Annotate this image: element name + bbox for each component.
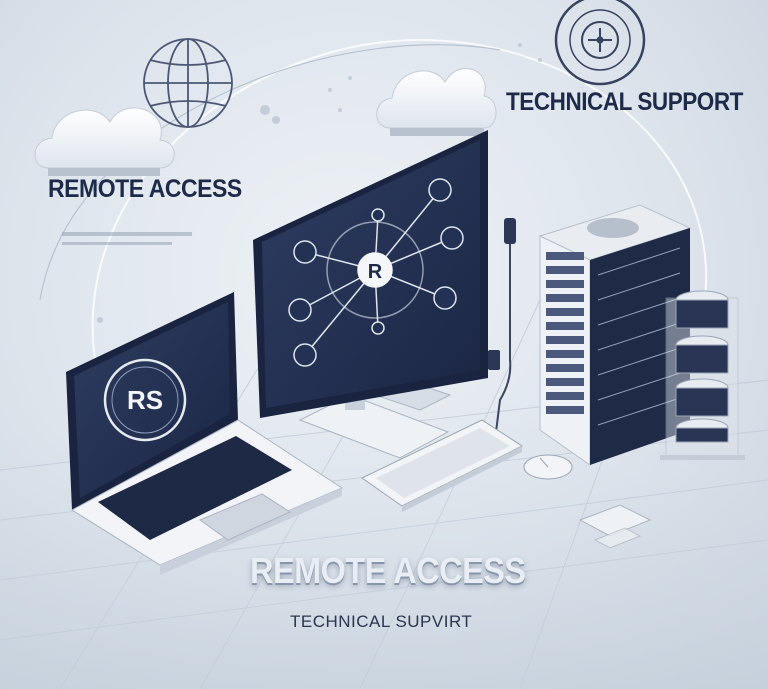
laptop-screen-logo: RS xyxy=(127,385,163,415)
monitor-hub-logo: R xyxy=(368,261,383,283)
connection-arc xyxy=(91,38,708,361)
technical-support-heading: TECHNICAL SUPPORT xyxy=(506,88,743,116)
technical-support-subtitle: TECHNICAL SUPVIRT xyxy=(290,612,473,631)
target-icon xyxy=(554,0,646,86)
server-tower xyxy=(538,204,692,466)
mouse xyxy=(523,454,573,480)
keyboard xyxy=(361,419,524,512)
network-diagram xyxy=(288,178,464,367)
laptop xyxy=(66,292,344,575)
remote-access-title: REMOTE ACCESS xyxy=(250,550,526,591)
storage-stack xyxy=(660,290,745,460)
floor-cards xyxy=(578,504,652,549)
remote-access-heading: REMOTE ACCESS xyxy=(48,175,242,203)
globe-icon xyxy=(143,38,233,128)
cloud-icon xyxy=(34,107,175,176)
cloud-icon xyxy=(376,67,497,136)
